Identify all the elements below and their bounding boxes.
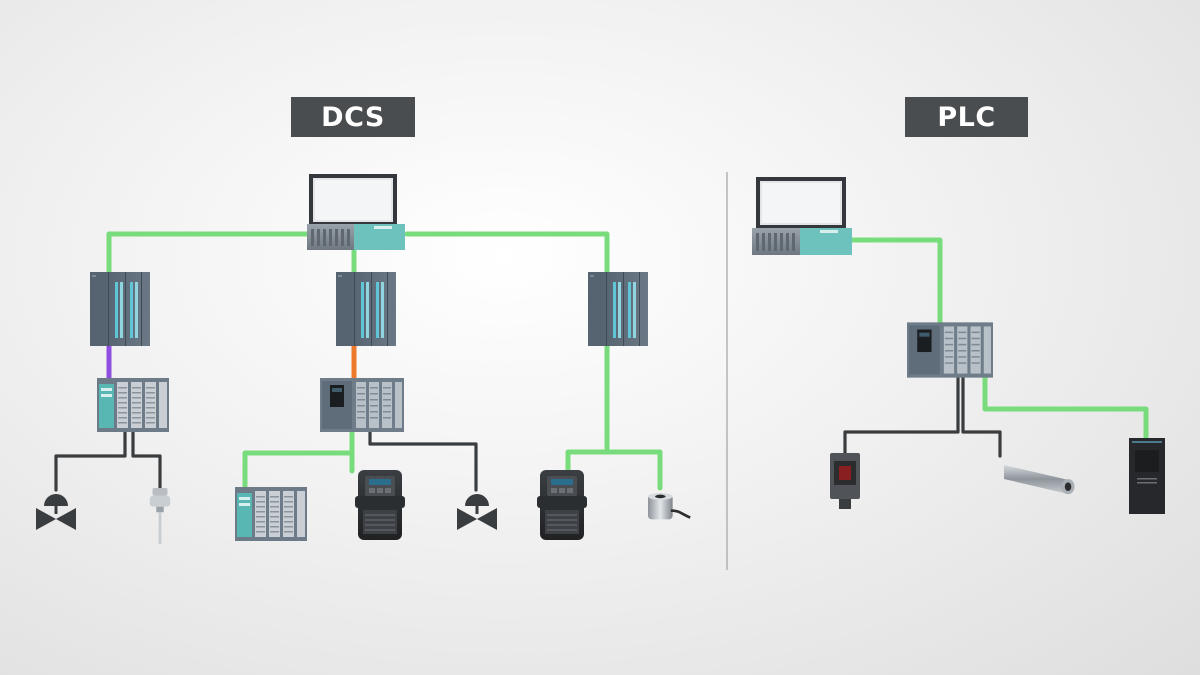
temperature-sensor-icon [149, 488, 171, 544]
drive-icon-right [537, 470, 587, 540]
network-link-encoder [604, 449, 663, 491]
plc-cpu-icon [907, 322, 993, 378]
encoder-icon [648, 491, 692, 521]
valve-icon-center [457, 494, 497, 530]
network-link-right [404, 231, 610, 475]
controller-icon-left [90, 272, 150, 346]
cpu-module-icon-center [320, 378, 404, 432]
io-station-icon-left [97, 378, 169, 432]
plc-server-icon [752, 228, 852, 255]
network-link-left [106, 231, 311, 275]
proximity-sensor-icon [1004, 464, 1075, 495]
wire-temp-sensor [131, 430, 162, 492]
io-module-icon-bottom [235, 487, 307, 541]
drive-icon-center [355, 470, 405, 540]
plc-title: PLC [905, 97, 1028, 137]
dcs-title: DCS [291, 97, 415, 137]
plc-network-link [849, 237, 943, 325]
compact-drive-icon [1129, 438, 1165, 514]
plc-network-link-drive [982, 374, 1149, 443]
network-link-iostation [242, 429, 355, 490]
controller-icon-right [588, 272, 648, 346]
valve-icon-left [36, 494, 76, 530]
wire-valve-center [368, 430, 478, 492]
dcs-monitor-icon [309, 174, 397, 229]
plc-monitor-icon [756, 177, 846, 229]
plc-wire-photo [843, 375, 960, 456]
photoelectric-sensor-icon [830, 453, 860, 509]
wire-valve-left [54, 430, 127, 492]
plc-wire-prox [961, 375, 1002, 458]
dcs-server-icon [307, 224, 405, 250]
controller-icon-center [336, 272, 396, 346]
